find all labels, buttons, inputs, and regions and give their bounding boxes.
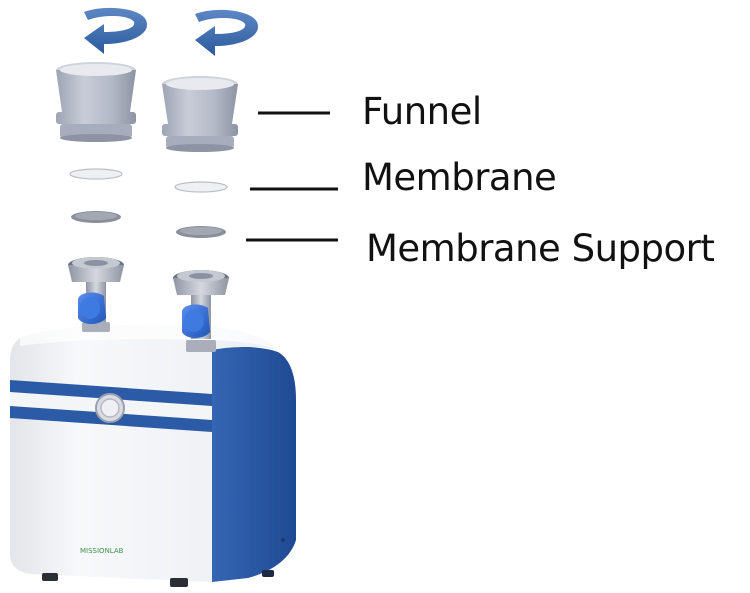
membrane-right bbox=[174, 181, 228, 193]
funnel-right bbox=[162, 76, 238, 152]
foot-rear bbox=[262, 570, 274, 577]
brand-logo: MISSIONLAB bbox=[80, 547, 124, 555]
funnel-left bbox=[56, 62, 136, 142]
valve-knob-left[interactable] bbox=[78, 292, 106, 324]
funnel-label: Funnel bbox=[362, 90, 482, 133]
vacuum-manifold-body: MISSIONLAB bbox=[10, 324, 296, 587]
valve-knob-right[interactable] bbox=[182, 304, 210, 338]
membrane-support-label: Membrane Support bbox=[366, 227, 714, 270]
membrane-label: Membrane bbox=[362, 156, 556, 199]
filter-head-left bbox=[68, 257, 124, 332]
rotation-arrow-right-icon bbox=[195, 9, 258, 56]
foot-left bbox=[42, 573, 58, 581]
power-button-icon bbox=[95, 393, 125, 423]
filter-head-right bbox=[173, 270, 229, 352]
membrane-support-right bbox=[176, 226, 226, 238]
membrane-support-left bbox=[71, 211, 121, 223]
rotation-arrow-left-icon bbox=[84, 7, 147, 55]
membrane-left bbox=[69, 168, 123, 180]
foot-right bbox=[170, 578, 188, 587]
